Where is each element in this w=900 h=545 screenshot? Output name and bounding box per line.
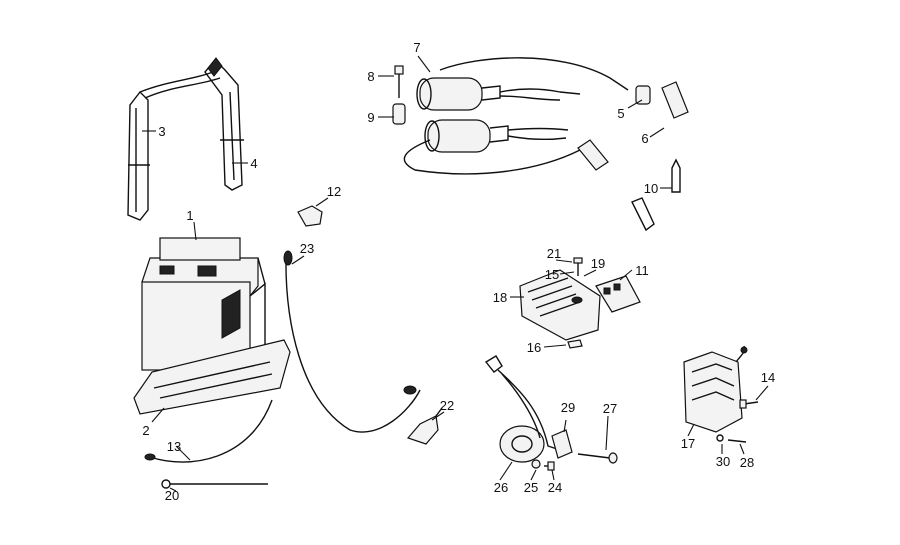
callout-16: 16 <box>527 340 541 355</box>
callout-22: 22 <box>440 398 454 413</box>
cable-tie-drawing <box>161 479 268 489</box>
callout-29: 29 <box>561 400 575 415</box>
callout-7: 7 <box>413 40 420 55</box>
battery-bracket-drawing <box>204 57 244 191</box>
callout-3: 3 <box>158 124 165 139</box>
long-bolt-drawing <box>577 452 618 464</box>
callout-5: 5 <box>617 106 624 121</box>
callout-11: 11 <box>635 263 649 278</box>
battery-cable-drawing <box>283 250 421 433</box>
callout-21: 21 <box>547 246 561 261</box>
ground-cable-drawing <box>144 399 273 463</box>
connector-drawing <box>595 275 641 313</box>
callout-13: 13 <box>167 439 181 454</box>
small-screw-drawing <box>531 459 555 471</box>
bolt-drawing <box>394 65 404 98</box>
stator-pickup-drawing <box>484 355 561 463</box>
spark-plug-cap-drawing <box>577 81 689 171</box>
callout-24: 24 <box>548 480 562 495</box>
ignition-module-drawing <box>683 345 748 433</box>
callout-18: 18 <box>493 290 507 305</box>
callout-25: 25 <box>524 480 538 495</box>
callout-6: 6 <box>641 131 648 146</box>
callout-30: 30 <box>716 454 730 469</box>
callout-19: 19 <box>591 256 605 271</box>
callout-1: 1 <box>186 208 193 223</box>
callout-12: 12 <box>327 184 341 199</box>
callout-8: 8 <box>367 69 374 84</box>
callout-17: 17 <box>681 436 695 451</box>
pickup-sensor-drawing <box>551 429 573 459</box>
callout-10: 10 <box>644 181 658 196</box>
callout-20: 20 <box>165 488 179 503</box>
sleeve-drawing <box>392 103 406 125</box>
ignition-coil-lower-drawing <box>403 119 581 175</box>
callout-15: 15 <box>545 267 559 282</box>
callout-14: 14 <box>761 370 775 385</box>
callout-2: 2 <box>142 423 149 438</box>
module-bolt-drawing <box>716 399 759 443</box>
screw-drawing <box>567 257 583 349</box>
callout-labels: 1 2 3 4 5 6 7 8 9 10 11 12 13 14 15 16 1… <box>142 40 775 503</box>
battery-tray-drawing <box>133 339 291 415</box>
callout-23: 23 <box>300 241 314 256</box>
battery-strap-drawing <box>127 69 221 221</box>
ignition-coil-upper-drawing <box>416 57 629 111</box>
voltage-regulator-drawing <box>519 269 601 341</box>
battery-drawing <box>141 237 266 371</box>
ignition-key-drawing <box>406 407 443 445</box>
callout-26: 26 <box>494 480 508 495</box>
leader-lines <box>142 55 769 492</box>
callout-4: 4 <box>250 156 257 171</box>
callout-28: 28 <box>740 455 754 470</box>
callout-9: 9 <box>367 110 374 125</box>
callout-27: 27 <box>603 401 617 416</box>
elbow-fitting-drawing <box>297 205 323 227</box>
